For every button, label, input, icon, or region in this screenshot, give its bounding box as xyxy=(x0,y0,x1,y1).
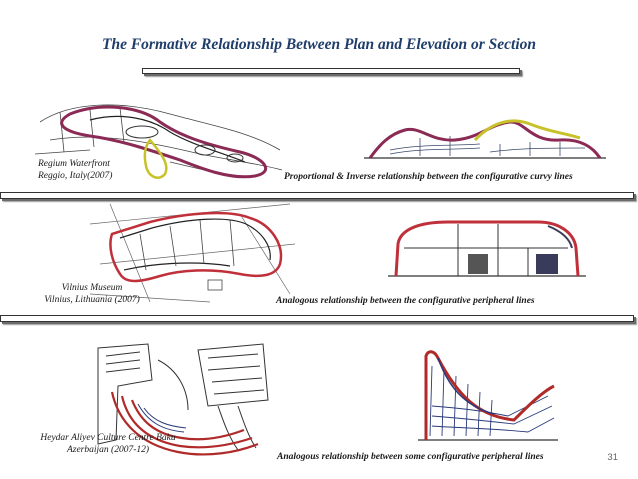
heydar-caption: Heydar Aliyev Culture Centre Baku Azerba… xyxy=(30,432,186,456)
plan-outline xyxy=(110,391,259,456)
row-divider-2 xyxy=(0,315,634,322)
regium-relationship: Proportional & Inverse relationship betw… xyxy=(284,172,573,182)
regium-caption: Regium Waterfront Reggio, Italy(2007) xyxy=(38,158,148,182)
page-number: 31 xyxy=(607,452,618,463)
regium-plan-sketch xyxy=(34,104,283,179)
regium-section-sketch xyxy=(364,119,606,159)
row-divider-1 xyxy=(0,192,634,199)
vilnius-relationship: Analogous relationship between the confi… xyxy=(276,296,535,306)
project-location: Azerbaijan (2007-12) xyxy=(66,445,150,455)
project-location: Reggio, Italy(2007) xyxy=(38,171,113,181)
project-location: Vilnius, Lithuania (2007) xyxy=(44,295,140,305)
title-divider xyxy=(142,68,520,74)
heydar-section-sketch xyxy=(418,350,558,441)
project-name: Heydar Aliyev Culture Centre Baku xyxy=(40,433,176,443)
section-outline xyxy=(424,350,555,440)
project-name: Vilnius Museum xyxy=(61,283,123,293)
section-outline xyxy=(368,120,602,159)
section-outline xyxy=(394,220,580,277)
heydar-relationship: Analogous relationship between some conf… xyxy=(277,452,544,462)
project-name: Regium Waterfront xyxy=(38,159,110,169)
plan-outline xyxy=(60,105,268,179)
slide-title: The Formative Relationship Between Plan … xyxy=(101,36,537,53)
vilnius-section-sketch xyxy=(388,220,586,277)
vilnius-plan-sketch xyxy=(89,203,296,303)
plan-outline xyxy=(109,211,283,283)
vilnius-caption: Vilnius Museum Vilnius, Lithuania (2007) xyxy=(22,282,162,306)
heydar-plan-sketch xyxy=(97,343,269,456)
